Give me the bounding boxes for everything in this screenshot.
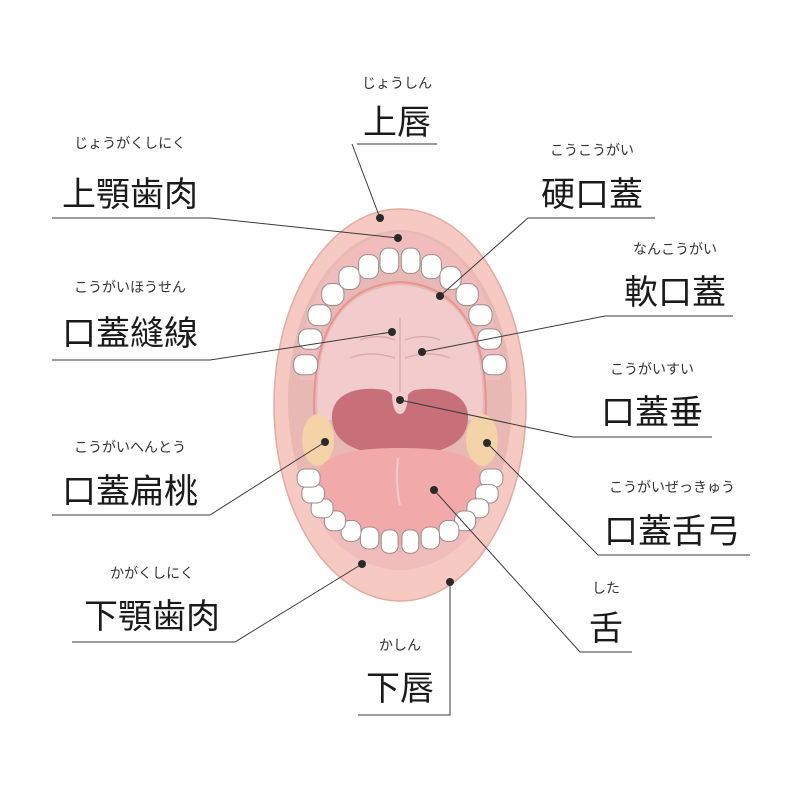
upper-tooth <box>358 254 380 280</box>
reading-tongue: した <box>592 581 620 597</box>
lower-tooth <box>454 510 477 532</box>
reading-lower-lip: かしん <box>379 638 421 654</box>
dot-soft-palate <box>418 348 426 356</box>
dot-tongue <box>430 486 438 494</box>
reading-palatine-tonsil: こうがいへんとう <box>74 440 186 456</box>
lower-tooth <box>380 529 399 554</box>
term-upper-lip: 上唇 <box>363 103 431 143</box>
leader-palatine-suture <box>52 331 393 361</box>
leader-palatine-tonsil <box>52 441 326 516</box>
reading-uvula: こうがいすい <box>610 362 694 378</box>
term-lower-gum: 下顎歯肉 <box>84 597 220 637</box>
lower-tooth <box>438 520 460 542</box>
throat <box>331 388 469 455</box>
dot-palatine-suture <box>388 328 396 336</box>
reading-lower-gum: かがくしにく <box>110 566 194 582</box>
upper-tooth <box>455 283 479 306</box>
leader-uvula <box>399 399 712 438</box>
upper-tooth <box>321 283 345 306</box>
palatal-rugae <box>349 318 451 392</box>
leader-lower-lip <box>358 582 451 716</box>
upper-tooth <box>439 266 462 290</box>
upper-tooth <box>338 266 361 290</box>
upper-tooth <box>293 354 319 376</box>
left-tonsil <box>302 414 334 466</box>
dot-lower-lip <box>446 578 454 586</box>
mouth-illustration <box>273 208 527 602</box>
term-palatine-suture: 口蓋縫線 <box>62 314 198 354</box>
tongue-shape <box>317 448 483 546</box>
term-soft-palate: 軟口蓋 <box>624 273 726 313</box>
reading-upper-gum: じょうがくしにく <box>74 136 186 152</box>
right-tonsil <box>466 414 498 466</box>
lower-tooth <box>359 526 380 550</box>
leader-tongue <box>433 489 632 653</box>
teeth <box>293 247 507 554</box>
labels: じょうしん 上唇 じょうがくしにく 上顎歯肉 こうがいほうせん 口蓋縫線 こうが… <box>62 76 740 709</box>
lower-tooth <box>340 520 362 542</box>
lower-tooth <box>296 468 321 488</box>
upper-tooth <box>420 254 442 280</box>
leader-palatoglossal-arch <box>486 442 750 556</box>
leader-lines <box>52 143 750 716</box>
reading-palatine-suture: こうがいほうせん <box>74 280 186 296</box>
lower-tooth <box>420 526 441 550</box>
upper-tooth <box>468 304 493 327</box>
term-lower-lip: 下唇 <box>366 669 434 709</box>
upper-tooth <box>400 247 421 274</box>
upper-tooth <box>307 304 332 327</box>
dot-palatoglossal-arch <box>483 439 491 447</box>
dot-upper-gum <box>394 234 402 242</box>
term-palatine-tonsil: 口蓋扁桃 <box>62 472 198 512</box>
leader-soft-palate <box>421 315 733 353</box>
dot-upper-lip <box>376 214 384 222</box>
dot-hard-palate <box>436 292 444 300</box>
tongue-groove <box>395 457 401 506</box>
palate-outline <box>313 280 487 431</box>
term-tongue: 舌 <box>589 609 623 649</box>
reading-upper-lip: じょうしん <box>362 76 432 92</box>
lower-gum-area <box>305 470 495 570</box>
upper-tooth <box>379 247 400 274</box>
term-palatoglossal-arch: 口蓋舌弓 <box>604 512 740 552</box>
leader-upper-lip-stem <box>351 143 381 219</box>
reading-soft-palate: なんこうがい <box>633 242 717 258</box>
reading-palatoglossal-arch: こうがいぜっきゅう <box>609 480 735 496</box>
dot-uvula <box>396 396 404 404</box>
upper-tooth <box>481 354 507 376</box>
term-hard-palate: 硬口蓋 <box>541 175 643 215</box>
dot-palatine-tonsil <box>321 438 329 446</box>
leader-lower-gum <box>72 563 363 643</box>
leader-hard-palate <box>439 217 655 297</box>
term-uvula: 口蓋垂 <box>601 393 703 433</box>
term-upper-gum: 上顎歯肉 <box>62 175 198 215</box>
lower-tooth <box>401 529 420 554</box>
reading-hard-palate: こうこうがい <box>550 143 634 159</box>
leader-upper-gum <box>52 217 399 239</box>
label-dots <box>321 214 491 586</box>
dot-lower-gum <box>358 560 366 568</box>
